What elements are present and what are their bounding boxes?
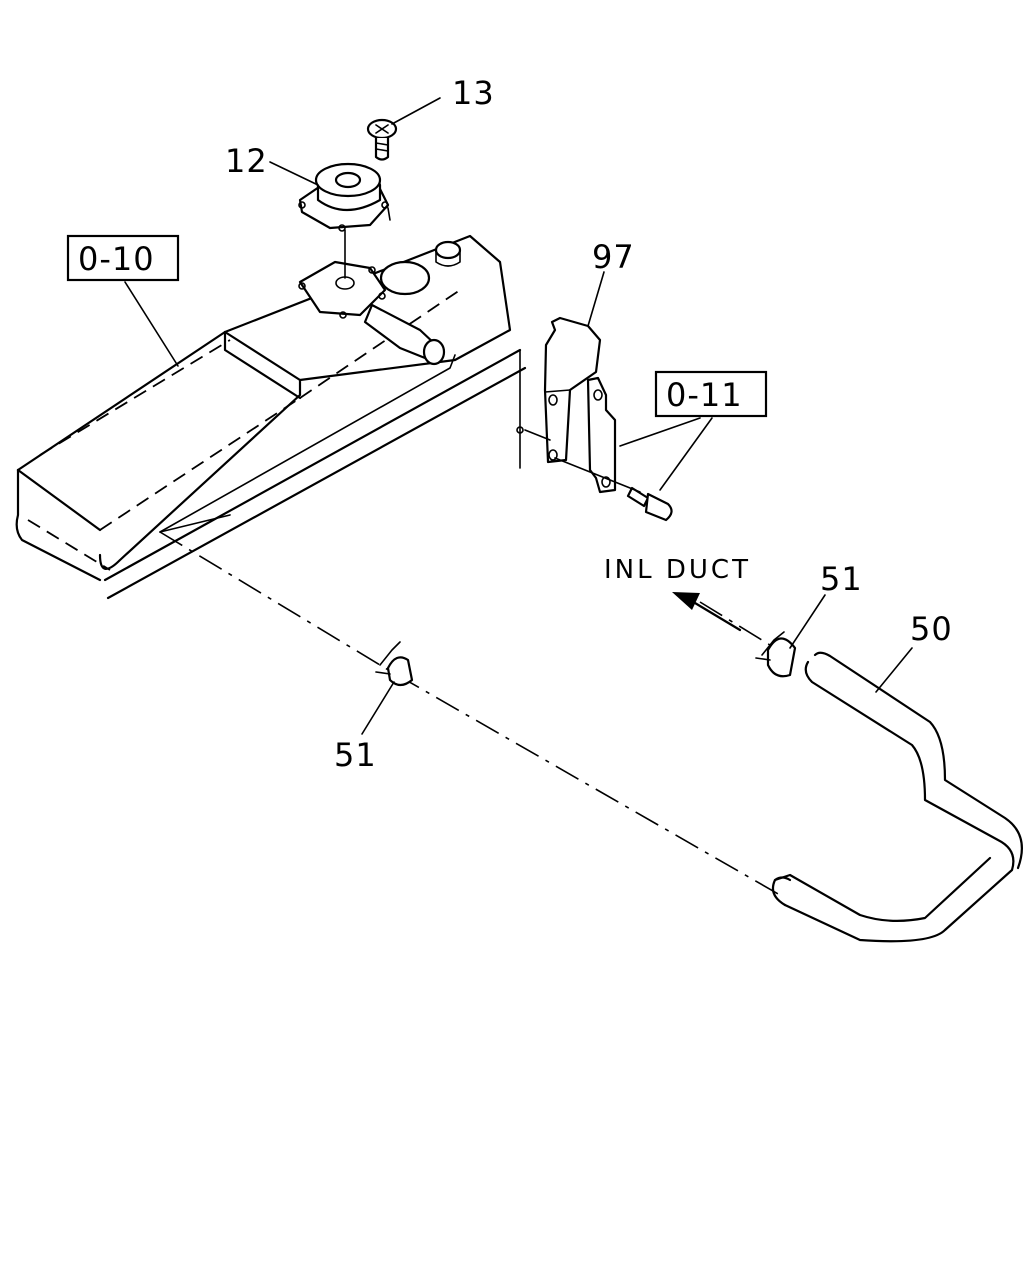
hose-route-line [159,531,781,896]
leader-0-11-b [659,417,713,491]
label-part-13: 13 [452,74,495,112]
ref-box-0-11 [654,370,768,418]
leader-0-10 [124,281,179,367]
label-part-50: 50 [910,610,953,648]
hose-50 [771,651,1023,943]
screw-13 [366,118,398,161]
bracket-97 [516,316,617,494]
leader-51-lower [361,681,395,735]
flange-bolt [554,457,673,522]
label-part-97: 97 [592,238,635,276]
label-part-51-upper: 51 [820,560,863,598]
leader-51-upper [789,594,826,649]
label-part-51-lower: 51 [334,736,377,774]
clamp-51-lower [375,641,414,687]
leader-97 [587,271,605,327]
label-ref-0-11: 0-11 [666,376,743,414]
leader-50 [875,647,913,693]
leader-0-11-a [619,417,701,447]
leader-13 [391,97,441,125]
inlet-duct-arrowhead [672,592,700,610]
leader-12 [269,161,319,186]
label-ref-0-10: 0-10 [78,240,155,278]
inlet-duct-route-line [699,601,771,646]
label-direction-note: INL DUCT [604,555,751,585]
label-part-12: 12 [225,142,268,180]
inlet-duct-arrow [688,598,742,632]
ref-box-0-10 [66,234,180,282]
breather-cap-12 [298,162,391,279]
rocker-cover [15,234,527,600]
clamp-51-upper [755,631,797,678]
